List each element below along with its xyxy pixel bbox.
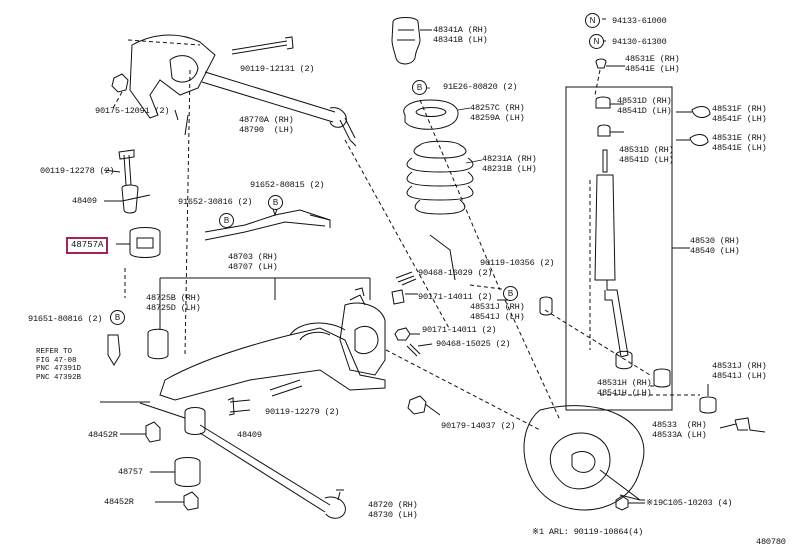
bushing-48757A [129, 227, 161, 258]
bushing-48757 [174, 457, 201, 487]
label-90171-14011-b: 90171-14011 (2) [422, 325, 497, 335]
lateral-rod-48720 [199, 424, 346, 519]
knuckle [339, 302, 386, 376]
nut-90171-14011-b [394, 327, 411, 341]
nut-90179-14037 [407, 395, 427, 415]
shock-absorber-box [565, 86, 673, 411]
label-90468-15025: 90468-15025 (2) [436, 339, 511, 349]
pad-48531F [691, 106, 711, 118]
label-19C105-10203: ※19C105-10203 (4) [646, 498, 733, 508]
label-48533: 48533 (RH)48533A (LH) [652, 420, 707, 440]
bushing-48531H [653, 368, 671, 388]
label-48531D-2: 48531D (RH)48541D (LH) [619, 145, 674, 165]
label-48452R-lower: 48452R [104, 497, 134, 507]
label-48452R: 48452R [88, 430, 118, 440]
label-48720: 48720 (RH)48730 (LH) [368, 500, 418, 520]
bushing-90171-14011 [391, 289, 405, 305]
label-48531J: 48531J (RH)48541J (LH) [470, 302, 525, 322]
bump-stop-48341A [391, 17, 421, 65]
frame-bracket [129, 34, 216, 119]
label-90119-10356: 90119-10356 (2) [480, 258, 555, 268]
bushing-48531D [595, 96, 611, 109]
label-48757: 48757 [118, 467, 143, 477]
label-90468-16029: 90468-16029 (2) [418, 268, 493, 278]
hub [550, 432, 611, 490]
pad-48531E [689, 134, 709, 146]
label-48409: 48409 [72, 196, 97, 206]
callout-n-2: N [589, 34, 604, 49]
label-94133-61000: 94133-61000 [612, 16, 667, 26]
label-48257C: 48257C (RH)48259A (LH) [470, 103, 525, 123]
nut-90175 [111, 73, 129, 93]
bolt-90119-12131 [231, 36, 294, 55]
label-48703: 48703 (RH)48707 (LH) [228, 252, 278, 272]
callout-n-1: N [585, 13, 600, 28]
label-48531E-2: 48531E (RH)48541E (LH) [712, 133, 767, 153]
nut-48452R-lower [183, 491, 199, 511]
label-48530: 48530 (RH)48540 (LH) [690, 236, 740, 256]
label-48531J-2: 48531J (RH)48541J (LH) [712, 361, 767, 381]
bushing-48531J [539, 296, 553, 316]
lower-control-arm-48703 [159, 327, 386, 401]
label-90119-12279: 90119-12279 (2) [265, 407, 340, 417]
callout-b-5: B [503, 286, 518, 301]
stud-48533 [734, 417, 766, 433]
callout-b-2: B [219, 213, 234, 228]
label-91E26-80820: 91E26-80820 (2) [443, 82, 518, 92]
highlighted-part-label[interactable]: 48757A [66, 237, 109, 254]
label-90175-12091: 90175-12091 (2) [95, 106, 170, 116]
label-48770A: 48770A (RH)48790 (LH) [239, 115, 294, 135]
diagram-id: 480780 [756, 537, 786, 547]
callout-b-4: B [110, 310, 125, 325]
bushing-48409 [121, 184, 139, 214]
coil-spring-48231A [406, 140, 474, 215]
label-91651-80816: 91651-80816 (2) [28, 314, 103, 324]
bushing-48531J-2 [699, 396, 717, 414]
shock-absorber-48530 [594, 149, 629, 358]
label-48409-lower: 48409 [237, 430, 262, 440]
bushing-lower [184, 407, 206, 435]
brake-backing-plate [523, 405, 645, 511]
label-48231A: 48231A (RH)48231B (LH) [482, 154, 537, 174]
label-48341A: 48341A (RH)48341B (LH) [433, 25, 488, 45]
label-00119-12278: 00119-12278 (2) [40, 166, 115, 176]
label-48531D: 48531D (RH)48541D (LH) [617, 96, 672, 116]
label-48531F: 48531F (RH)48541F (LH) [712, 104, 767, 124]
bolt-48409-lower [227, 397, 251, 416]
clip-90468-15025 [406, 343, 421, 357]
label-90119-12131: 90119-12131 (2) [240, 64, 315, 74]
bolt-00119-12278 [118, 149, 135, 186]
spring-seat-48257C [403, 99, 459, 130]
refer-bracket [107, 334, 121, 366]
bushing-48531D-2 [597, 124, 611, 137]
callout-b-1: B [412, 80, 427, 95]
label-48531H: 48531H (RH)48541H (LH) [597, 378, 652, 398]
label-48725B: 48725B (RH)48725D (LH) [146, 293, 201, 313]
label-94130-61300: 94130-61300 [612, 37, 667, 47]
footnote: ※1 ARL: 90119-10864(4) [532, 527, 644, 537]
label-91652-30816: 91652-30816 (2) [178, 197, 253, 207]
label-90179-14037: 90179-14037 (2) [441, 421, 516, 431]
label-91652-80815: 91652-80815 (2) [250, 180, 325, 190]
nut-48452R [145, 421, 161, 443]
bushing-48725B [147, 328, 169, 360]
callout-b-3: B [268, 195, 283, 210]
label-48531E: 48531E (RH)48541E (LH) [625, 54, 680, 74]
label-90171-14011-a: 90171-14011 (2) [418, 292, 493, 302]
clip-90468-16029 [395, 271, 417, 286]
lateral-rod-48770A [201, 71, 347, 128]
bolt-19C105 [615, 495, 645, 511]
